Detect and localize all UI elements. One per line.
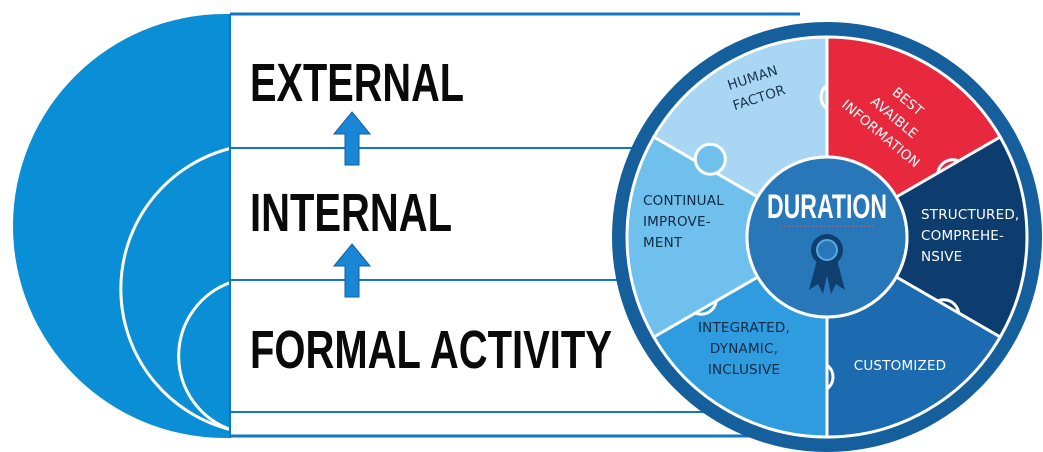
piece-label-customized: CUSTOMIZED — [854, 358, 947, 374]
level-formal-activity: FORMAL ACTIVITY — [250, 320, 612, 380]
up-arrow-icon — [332, 111, 372, 166]
middle-arch — [119, 146, 233, 432]
award-ribbon-icon — [809, 234, 845, 294]
up-arrow-icon — [332, 243, 372, 298]
outer-blue-arch — [13, 14, 230, 438]
wheel-center-title: DURATION — [767, 188, 887, 226]
level-external: EXTERNAL — [250, 53, 464, 113]
piece-label-structured: STRUCTURED,COMPREHE-NSIVE — [921, 207, 1019, 265]
piece-label-integrated: INTEGRATED,DYNAMIC,INCLUSIVE — [698, 320, 790, 378]
level-internal: INTERNAL — [250, 183, 452, 243]
puzzle-knob — [693, 142, 727, 176]
inner-arch — [177, 280, 233, 432]
